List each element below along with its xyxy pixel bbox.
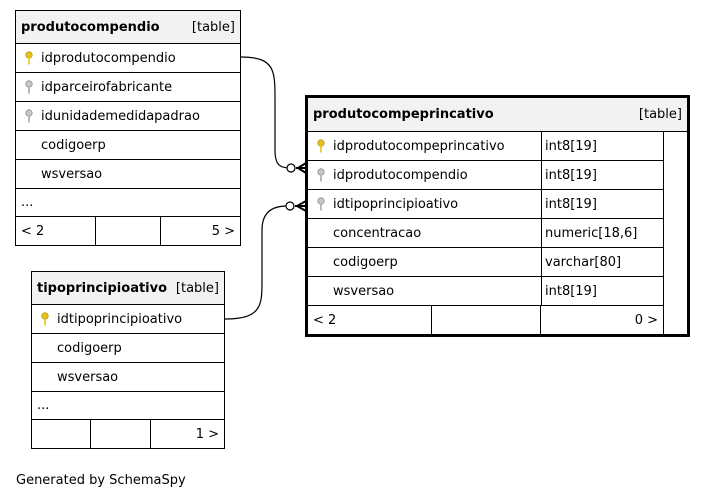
- table-side-strip: [664, 132, 687, 334]
- table-header: produtocompendio [table]: [16, 11, 240, 44]
- children-link[interactable]: 1 >: [195, 426, 219, 442]
- table-header: produtocompeprincativo [table]: [308, 98, 687, 132]
- crowfoot-marker: [295, 200, 307, 212]
- column-row[interactable]: codigoerp: [32, 334, 224, 363]
- column-row[interactable]: concentracao numeric[18,6]: [308, 219, 663, 248]
- table-header: tipoprincipioativo [table]: [32, 272, 224, 305]
- more-columns-ellipsis: ...: [32, 392, 224, 420]
- footer-middle: [96, 217, 161, 245]
- table-name: tipoprincipioativo: [37, 280, 168, 296]
- column-row[interactable]: wsversao int8[19]: [308, 277, 663, 306]
- table-footer: < 2 0 >: [308, 306, 663, 334]
- foreign-key-icon: [21, 80, 37, 94]
- column-type: numeric[18,6]: [541, 219, 637, 247]
- more-columns-ellipsis: ...: [16, 189, 240, 217]
- column-type: int8[19]: [541, 132, 597, 160]
- table-tag: [table]: [175, 280, 219, 296]
- table-name: produtocompendio: [21, 19, 160, 35]
- column-row[interactable]: idunidademedidapadrao: [16, 102, 240, 131]
- column-row[interactable]: codigoerp varchar[80]: [308, 248, 663, 277]
- primary-key-icon: [313, 139, 329, 153]
- column-row[interactable]: idtipoprincipioativo int8[19]: [308, 190, 663, 219]
- column-row[interactable]: idprodutocompendio int8[19]: [308, 161, 663, 190]
- column-name: wsversao: [41, 166, 103, 182]
- column-row[interactable]: idprodutocompeprincativo int8[19]: [308, 132, 663, 161]
- table-produtocompeprincativo[interactable]: produtocompeprincativo [table] idproduto…: [305, 95, 690, 337]
- column-name: codigoerp: [333, 254, 398, 270]
- table-tag: [table]: [191, 19, 235, 35]
- children-link[interactable]: 0 >: [634, 312, 658, 328]
- crowfoot-marker: [296, 162, 307, 174]
- column-row[interactable]: idprodutocompendio: [16, 44, 240, 73]
- table-name: produtocompeprincativo: [313, 107, 494, 122]
- table-produtocompendio[interactable]: produtocompendio [table] idprodutocompen…: [15, 10, 241, 246]
- primary-key-icon: [37, 312, 53, 326]
- table-tag: [table]: [638, 107, 682, 122]
- relationship-line-tipoprincipioativo: [224, 205, 288, 320]
- table-tipoprincipioativo[interactable]: tipoprincipioativo [table] idtipoprincip…: [31, 271, 225, 449]
- column-name: wsversao: [57, 369, 119, 385]
- children-link[interactable]: 5 >: [211, 223, 235, 239]
- column-name: wsversao: [333, 283, 395, 299]
- generated-by-label: Generated by SchemaSpy: [16, 473, 186, 488]
- parents-link[interactable]: < 2: [308, 306, 432, 334]
- relationship-line-produtocompendio: [239, 56, 291, 169]
- foreign-key-icon: [21, 109, 37, 123]
- column-type: int8[19]: [541, 190, 597, 218]
- column-type: int8[19]: [541, 277, 597, 305]
- column-type: varchar[80]: [541, 248, 621, 276]
- column-name: idprodutocompendio: [41, 50, 176, 66]
- primary-key-icon: [21, 51, 37, 65]
- optional-marker: [286, 163, 296, 173]
- table-footer: < 2 5 >: [16, 217, 240, 245]
- column-row[interactable]: idtipoprincipioativo: [32, 305, 224, 334]
- table-footer: 1 >: [32, 420, 224, 448]
- column-row[interactable]: wsversao: [32, 363, 224, 392]
- column-name: idparceirofabricante: [41, 79, 173, 95]
- parents-link[interactable]: < 2: [16, 217, 96, 245]
- column-row[interactable]: idparceirofabricante: [16, 73, 240, 102]
- footer-middle: [91, 420, 151, 448]
- column-name: idunidademedidapadrao: [41, 108, 200, 124]
- column-type: int8[19]: [541, 161, 597, 189]
- parents-link[interactable]: [32, 420, 91, 448]
- column-name: codigoerp: [41, 137, 106, 153]
- column-row[interactable]: codigoerp: [16, 131, 240, 160]
- column-name: idprodutocompeprincativo: [333, 138, 505, 154]
- optional-marker: [285, 201, 295, 211]
- column-name: idtipoprincipioativo: [333, 196, 459, 212]
- column-name: codigoerp: [57, 340, 122, 356]
- column-name: idprodutocompendio: [333, 167, 468, 183]
- column-name: idtipoprincipioativo: [57, 311, 183, 327]
- foreign-key-icon: [313, 197, 329, 211]
- column-row[interactable]: wsversao: [16, 160, 240, 189]
- footer-middle: [432, 306, 541, 334]
- column-name: concentracao: [333, 225, 422, 241]
- foreign-key-icon: [313, 168, 329, 182]
